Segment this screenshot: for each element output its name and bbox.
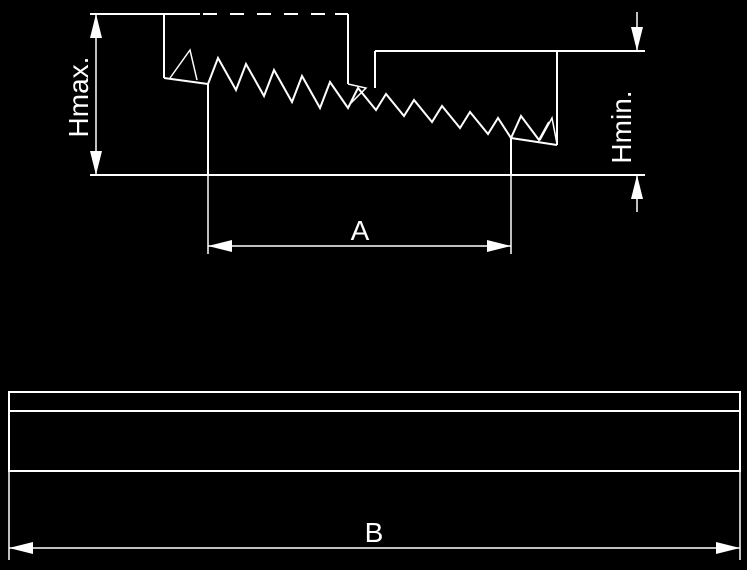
a-label: A <box>351 215 370 246</box>
a-dimension: A <box>207 175 512 254</box>
hmax-label: Hmax. <box>63 57 94 138</box>
b-dimension: B <box>9 517 740 554</box>
bar-side-view <box>8 391 741 560</box>
hmin-dimension: Hmin. <box>606 12 643 212</box>
lower-block-outline <box>374 50 645 146</box>
hmin-label: Hmin. <box>606 90 637 163</box>
b-label: B <box>365 517 384 548</box>
serrated-interface <box>207 55 550 142</box>
upper-block-outline <box>90 13 349 85</box>
hmax-dimension: Hmax. <box>63 14 102 175</box>
wedge-profile-view <box>90 13 645 176</box>
